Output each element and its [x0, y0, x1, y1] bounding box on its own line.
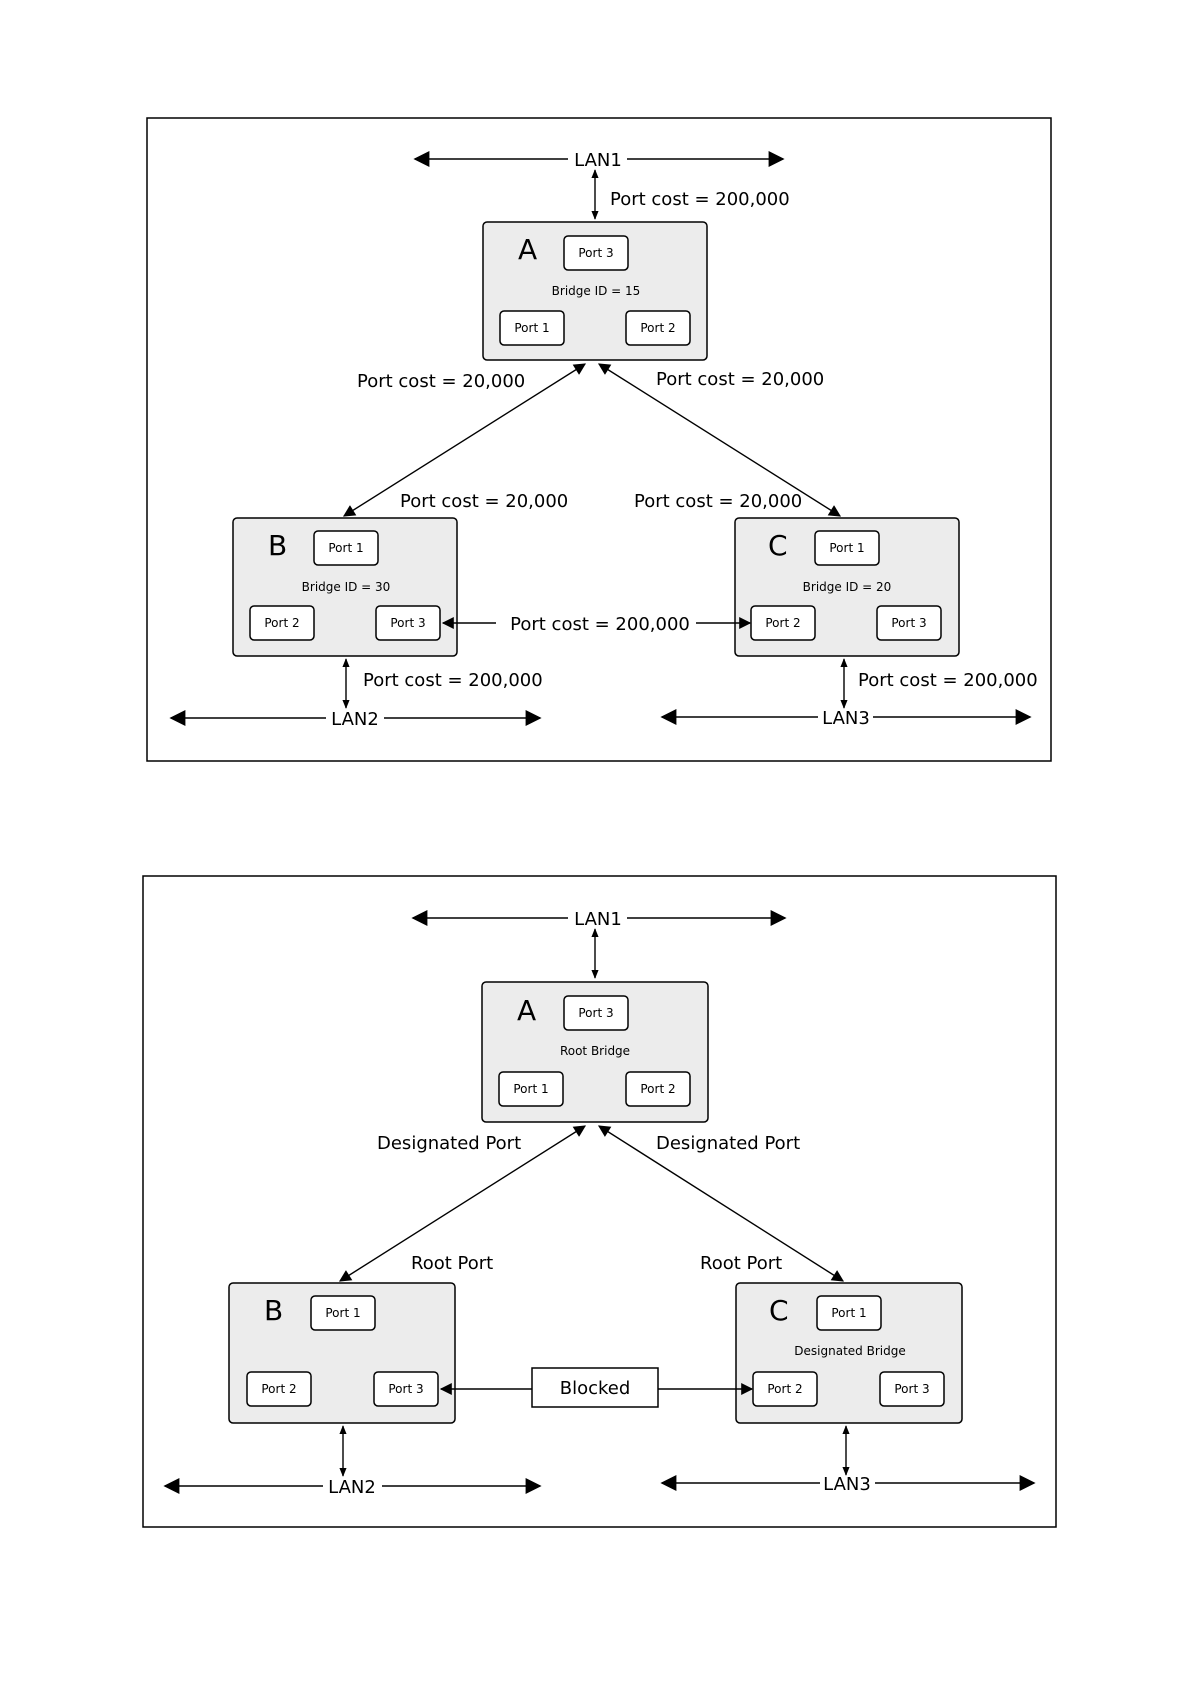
bridge-c-port-1-label: Port 1	[831, 1306, 866, 1320]
bridge-b-port-2-label: Port 2	[261, 1382, 296, 1396]
bridge-c-port-3-label: Port 3	[894, 1382, 929, 1396]
link-a-b	[342, 363, 587, 517]
bridge-a-letter: A	[517, 994, 536, 1027]
cost-b-lan2: Port cost = 200,000	[363, 670, 543, 691]
bridge-b-letter: B	[264, 1294, 283, 1327]
lan1-label: LAN1	[574, 909, 622, 930]
bridge-a-port-2-label: Port 2	[640, 1082, 675, 1096]
bridge-b-port-2-label: Port 2	[264, 616, 299, 630]
link-a-b	[338, 1125, 587, 1282]
lan2-label: LAN2	[331, 709, 379, 730]
bridge-b-caption: Bridge ID = 30	[302, 580, 391, 594]
cost-lan1-a: Port cost = 200,000	[610, 189, 790, 210]
bridge-c-port-2-label: Port 2	[765, 616, 800, 630]
bridge-c-port-1	[814, 530, 880, 566]
blocked-label: Blocked	[560, 1378, 631, 1399]
diagram2-frame	[142, 875, 1057, 1528]
bridge-a-port-1	[499, 310, 565, 346]
bridge-a: A Port 3 Bridge ID = 15 Port 1 Port 2	[482, 221, 708, 361]
bridge-a-port-2-label: Port 2	[640, 321, 675, 335]
label-b-root-port: Root Port	[411, 1253, 493, 1274]
bridge-b-port-2	[246, 1371, 312, 1407]
diagram1-frame	[146, 117, 1052, 762]
bridge-c-port-1-label: Port 1	[829, 541, 864, 555]
bridge-a-caption: Bridge ID = 15	[552, 284, 641, 298]
bridge-a-port-3-label: Port 3	[578, 1006, 613, 1020]
label-a-port-left: Designated Port	[377, 1133, 521, 1154]
lan2-label: LAN2	[328, 1477, 376, 1498]
lan3-label: LAN3	[822, 708, 870, 729]
bridge-b-port-1-label: Port 1	[328, 541, 363, 555]
bridge-c-port-3-label: Port 3	[891, 616, 926, 630]
bridge-b: B Port 1 Port 2 Port 3	[228, 1282, 456, 1424]
bridge-b-port-1	[310, 1295, 376, 1331]
label-c-root-port: Root Port	[700, 1253, 782, 1274]
bridge-b-port-1-label: Port 1	[325, 1306, 360, 1320]
bridge-a-port-2	[625, 1071, 691, 1107]
bridge-c-caption: Designated Bridge	[794, 1344, 905, 1358]
bridge-b-port-2	[249, 605, 315, 641]
blocked-box	[531, 1367, 659, 1408]
bridge-a-caption: Root Bridge	[560, 1044, 630, 1058]
cost-a-left: Port cost = 20,000	[357, 371, 525, 392]
bridge-a-port-3-label: Port 3	[578, 246, 613, 260]
bridge-c-port-2-label: Port 2	[767, 1382, 802, 1396]
bridge-b-port-3-label: Port 3	[388, 1382, 423, 1396]
lan1-label: LAN1	[574, 150, 622, 171]
bridge-b-port-3	[375, 605, 441, 641]
bridge-c-port-1	[816, 1295, 882, 1331]
bridge-a-port-3	[563, 995, 629, 1031]
bridge-a-port-1	[498, 1071, 564, 1107]
label-a-port-right: Designated Port	[656, 1133, 800, 1154]
bridge-a: A Port 3 Root Bridge Port 1 Port 2	[481, 981, 709, 1123]
bridge-a-port-1-label: Port 1	[513, 1082, 548, 1096]
link-a-c	[597, 363, 842, 517]
bridge-c: C Port 1 Bridge ID = 20 Port 2 Port 3	[734, 517, 960, 657]
cost-c-top: Port cost = 20,000	[634, 491, 802, 512]
cost-a-right: Port cost = 20,000	[656, 369, 824, 390]
bridge-a-port-1-label: Port 1	[514, 321, 549, 335]
diagram-port-costs: LAN1 Port cost = 200,000 A Port 3 Bridge…	[146, 117, 1052, 762]
link-a-c	[597, 1125, 845, 1282]
cost-b-top: Port cost = 20,000	[400, 491, 568, 512]
lan3-label: LAN3	[823, 1474, 871, 1495]
bridge-c-port-3	[876, 605, 942, 641]
bridge-b-port-1	[313, 530, 379, 566]
bridge-b-letter: B	[268, 529, 287, 562]
bridge-c-letter: C	[769, 1294, 789, 1327]
bridge-b: B Port 1 Bridge ID = 30 Port 2 Port 3	[232, 517, 458, 657]
bridge-a-letter: A	[518, 233, 537, 266]
bridge-c-port-3	[879, 1371, 945, 1407]
bridge-b-port-3-label: Port 3	[390, 616, 425, 630]
bridge-c-caption: Bridge ID = 20	[803, 580, 892, 594]
cost-c-lan3: Port cost = 200,000	[858, 670, 1038, 691]
bridge-a-port-2	[625, 310, 691, 346]
bridge-c-letter: C	[768, 529, 788, 562]
bridge-b-port-3	[373, 1371, 439, 1407]
bridge-c: C Port 1 Designated Bridge Port 2 Port 3	[735, 1282, 963, 1424]
bridge-a-port-3	[563, 235, 629, 271]
cost-b-c: Port cost = 200,000	[510, 614, 690, 635]
diagram-port-roles: LAN1 A Port 3 Root Bridge Port 1 Port 2 …	[142, 875, 1057, 1528]
